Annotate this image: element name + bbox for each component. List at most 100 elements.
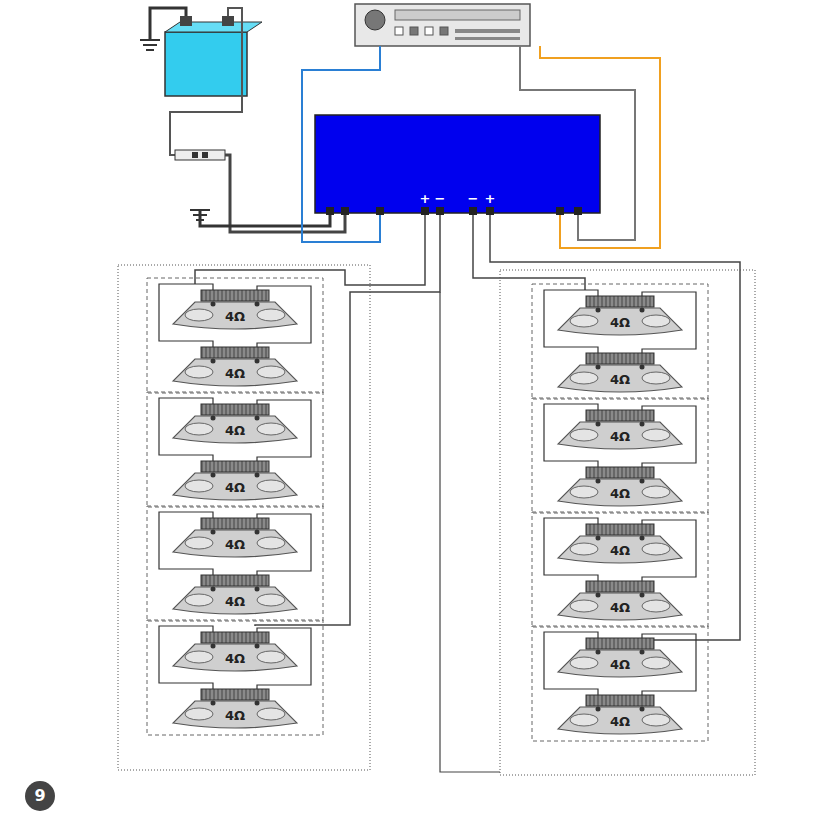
speaker-port	[642, 714, 670, 726]
speaker-basket	[173, 701, 297, 728]
speaker-terminal	[640, 707, 645, 712]
terminal-sign: +	[420, 192, 431, 205]
speaker-magnet	[201, 404, 269, 415]
pair-outline	[532, 284, 708, 399]
speaker-port	[570, 315, 598, 327]
speaker-magnet	[586, 353, 654, 364]
speaker-terminal	[640, 365, 645, 370]
speaker-terminal	[211, 587, 216, 592]
speaker-basket	[173, 473, 297, 500]
speaker-basket	[558, 422, 682, 449]
impedance-label: 4Ω	[223, 424, 247, 437]
speaker-port	[570, 486, 598, 498]
speaker-basket	[558, 536, 682, 563]
impedance-label: 4Ω	[223, 595, 247, 608]
speaker-terminal	[640, 650, 645, 655]
impedance-label: 4Ω	[608, 544, 632, 557]
speaker-terminal	[255, 644, 260, 649]
impedance-label: 4Ω	[608, 715, 632, 728]
pair-outline	[532, 626, 708, 741]
speaker-port	[257, 708, 285, 720]
speaker-port	[642, 600, 670, 612]
speaker-terminal	[211, 530, 216, 535]
speaker-port	[570, 600, 598, 612]
impedance-label: 4Ω	[608, 601, 632, 614]
speaker-magnet	[201, 689, 269, 700]
speaker-port	[570, 372, 598, 384]
callout-number: 9	[34, 788, 45, 804]
pair-outline	[532, 512, 708, 627]
speaker-port	[185, 651, 213, 663]
speaker-basket	[173, 644, 297, 671]
speaker-basket	[558, 365, 682, 392]
speaker-magnet	[586, 467, 654, 478]
impedance-label: 4Ω	[223, 709, 247, 722]
speaker-port	[642, 486, 670, 498]
speaker-port	[185, 309, 213, 321]
speaker-basket	[173, 416, 297, 443]
speaker-terminal	[255, 416, 260, 421]
speaker-basket	[173, 530, 297, 557]
speaker-port	[185, 594, 213, 606]
speaker-port	[257, 366, 285, 378]
speaker-magnet	[201, 347, 269, 358]
speaker-terminal	[255, 302, 260, 307]
speaker-terminal	[211, 644, 216, 649]
speaker-terminal	[255, 530, 260, 535]
speaker-port	[642, 543, 670, 555]
pair-outline	[147, 620, 323, 735]
speaker-port	[570, 543, 598, 555]
terminal-sign: −	[435, 192, 446, 205]
speaker-terminal	[596, 308, 601, 313]
speaker-magnet	[586, 296, 654, 307]
speaker-port	[185, 708, 213, 720]
speaker-port	[570, 657, 598, 669]
impedance-label: 4Ω	[223, 367, 247, 380]
speaker-port	[257, 594, 285, 606]
terminal-sign: +	[485, 192, 496, 205]
impedance-label: 4Ω	[223, 310, 247, 323]
pair-outline	[532, 398, 708, 513]
speaker-terminal	[596, 422, 601, 427]
speaker-port	[185, 423, 213, 435]
impedance-label: 4Ω	[223, 652, 247, 665]
speaker-basket	[173, 302, 297, 329]
speaker-port	[642, 372, 670, 384]
speaker-port	[570, 714, 598, 726]
speaker-magnet	[201, 290, 269, 301]
speaker-port	[642, 429, 670, 441]
speaker-terminal	[596, 365, 601, 370]
speaker-terminal	[640, 308, 645, 313]
speaker-terminal	[596, 536, 601, 541]
speaker-terminal	[596, 479, 601, 484]
speaker-terminal	[255, 473, 260, 478]
speaker-basket	[558, 707, 682, 734]
impedance-label: 4Ω	[608, 316, 632, 329]
speaker-magnet	[201, 518, 269, 529]
speaker-port	[185, 480, 213, 492]
speaker-terminal	[640, 593, 645, 598]
speaker-terminal	[640, 479, 645, 484]
speaker-terminal	[255, 701, 260, 706]
speaker-magnet	[586, 695, 654, 706]
pair-outline	[147, 278, 323, 393]
speaker-basket	[173, 587, 297, 614]
speaker-terminal	[211, 359, 216, 364]
speaker-basket	[558, 650, 682, 677]
impedance-label: 4Ω	[608, 658, 632, 671]
speaker-terminal	[596, 707, 601, 712]
speaker-terminal	[255, 587, 260, 592]
speaker-terminal	[211, 416, 216, 421]
speaker-port	[642, 657, 670, 669]
speaker-basket	[558, 479, 682, 506]
speaker-basket	[558, 593, 682, 620]
speaker-port	[257, 537, 285, 549]
speaker-terminal	[211, 302, 216, 307]
speaker-port	[185, 537, 213, 549]
impedance-label: 4Ω	[223, 538, 247, 551]
speaker-magnet	[201, 632, 269, 643]
speaker-magnet	[586, 581, 654, 592]
pair-outline	[147, 392, 323, 507]
speaker-magnet	[201, 461, 269, 472]
